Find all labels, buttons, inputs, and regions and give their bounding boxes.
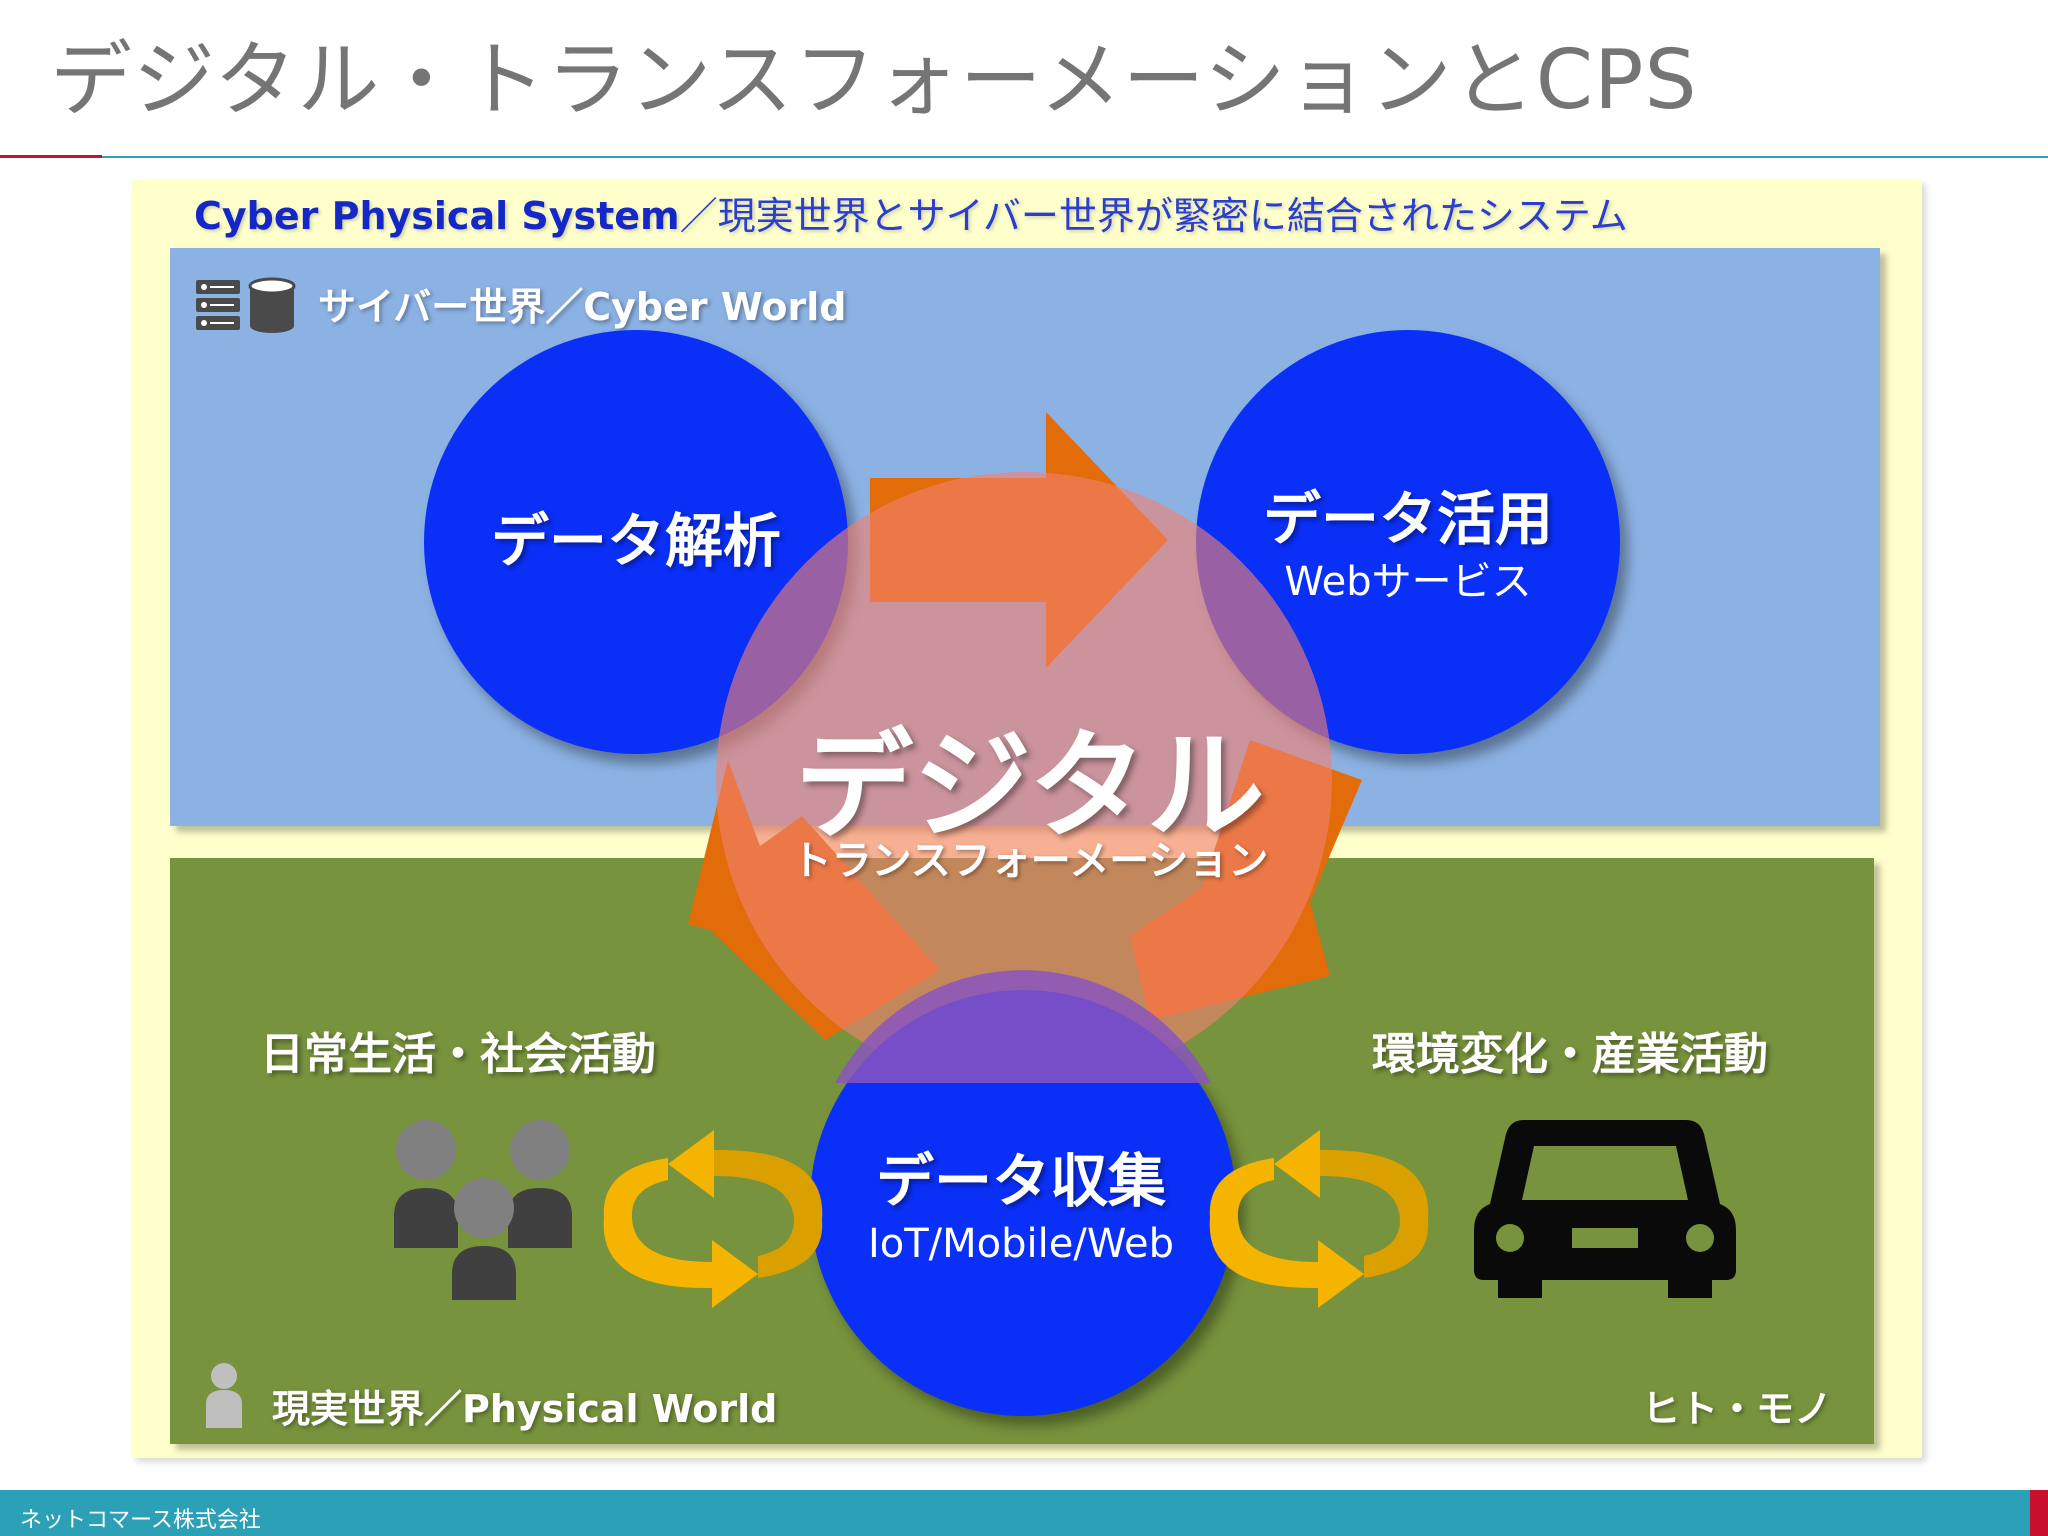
data-utilization-title: データ活用 [1262,485,1553,553]
people-things-label: ヒト・モノ [1642,1387,1833,1431]
environment-heading: 環境変化・産業活動 [1372,1029,1768,1080]
person-icon [206,1363,242,1428]
footer-accent [2030,1490,2048,1536]
cps-heading: Cyber Physical System／現実世界とサイバー世界が緊密に結合さ… [194,185,1628,240]
dx-subtitle: トランスフォーメーション [791,838,1269,884]
title-rule-teal [102,156,2048,158]
cycle-arrows-icon [603,1130,823,1308]
slide-title: デジタル・トランスフォーメーションとCPS [50,33,1698,128]
data-analysis-label: データ解析 [416,507,856,575]
data-collection-subtitle: IoT/Mobile/Web [867,1220,1175,1267]
cyber-world-label: サイバー世界／Cyber World [318,285,847,329]
database-server-icon [196,277,296,333]
data-utilization-subtitle: Webサービス [1284,558,1532,605]
dx-center-disc [716,472,1332,1088]
data-analysis-title: データ解析 [490,507,781,575]
footer-company-name: ネットコマース株式会社 [20,1508,261,1533]
data-utilization-label: データ活用 Webサービス [1188,485,1628,606]
data-collection-title: データ収集 [875,1147,1166,1215]
car-icon [1474,1120,1736,1298]
cps-heading-en: Cyber Physical System [194,194,680,238]
cycle-arrows-icon [1209,1130,1429,1308]
daily-life-heading: 日常生活・社会活動 [260,1029,656,1080]
footer-bar [0,1490,2030,1536]
people-group-icon [394,1120,572,1300]
dx-title: デジタル [795,717,1265,855]
title-rule-red [0,155,102,158]
physical-world-label: 現実世界／Physical World [272,1387,778,1431]
data-collection-label: データ収集 IoT/Mobile/Web [801,1147,1241,1268]
cps-heading-ja: ／現実世界とサイバー世界が緊密に結合されたシステム [679,194,1628,238]
